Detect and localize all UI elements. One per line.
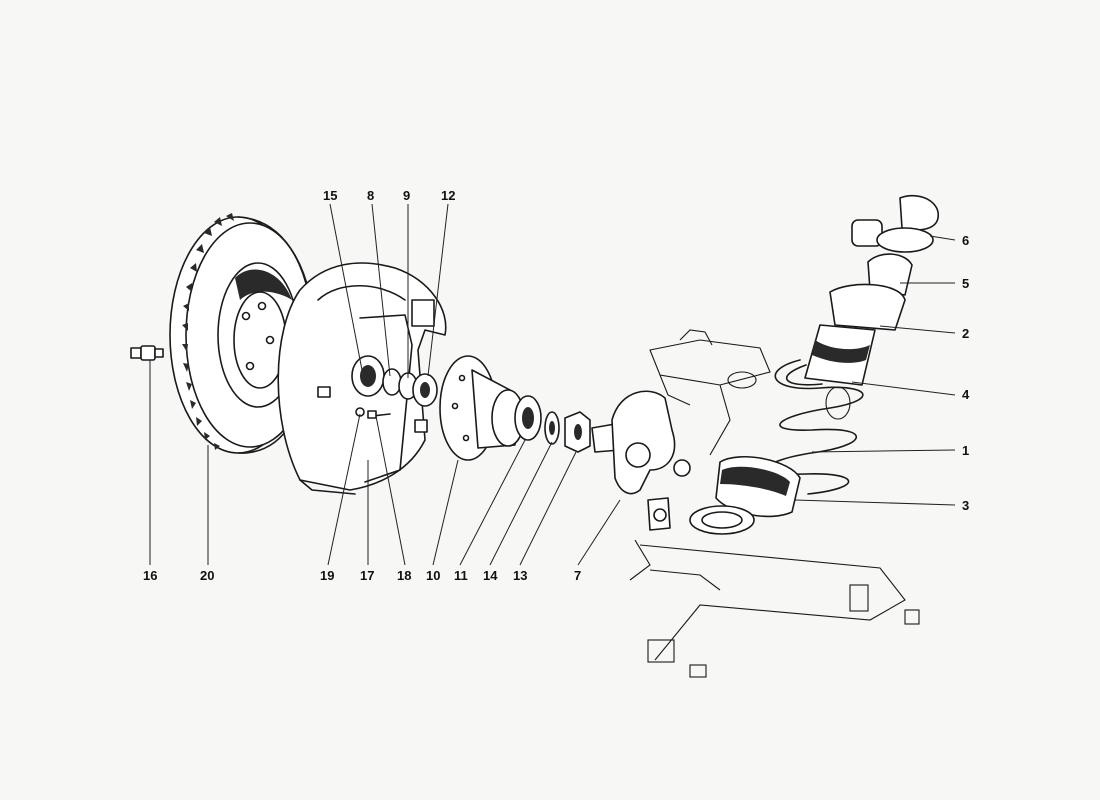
callout-1: 1 [962,443,969,458]
callout-10: 10 [426,568,440,583]
steering-knuckle-part [591,390,691,531]
callout-11: 11 [454,568,468,583]
callout-4: 4 [962,387,970,402]
callout-2: 2 [962,326,969,341]
spring-seat-part [689,455,801,535]
callout-14: 14 [483,568,498,583]
coil-spring-part [767,359,864,495]
wheel-stud-part [130,345,164,361]
callout-13: 13 [513,568,527,583]
shock-absorber-part [804,194,940,386]
callout-5: 5 [962,276,969,291]
wheel-hub-part [439,355,525,461]
callout-9: 9 [403,188,410,203]
callout-18: 18 [397,568,411,583]
lower-wishbone-part [629,386,920,678]
callout-6: 6 [962,233,969,248]
callout-17: 17 [360,568,374,583]
callout-7: 7 [574,568,581,583]
washer-part [544,411,560,445]
callout-labels: 15 8 9 12 6 5 2 4 1 3 16 20 19 17 18 10 … [143,188,970,583]
outer-bearing-part [514,395,542,441]
hub-nut-part [564,411,591,453]
callout-3: 3 [962,498,969,513]
callout-8: 8 [367,188,374,203]
callout-12: 12 [441,188,455,203]
callout-19: 19 [320,568,334,583]
callout-15: 15 [323,188,337,203]
leader-lines [149,203,956,566]
bearing-stack-part [351,355,438,419]
callout-16: 16 [143,568,157,583]
callout-20: 20 [200,568,214,583]
upper-wishbone-part [649,329,771,456]
